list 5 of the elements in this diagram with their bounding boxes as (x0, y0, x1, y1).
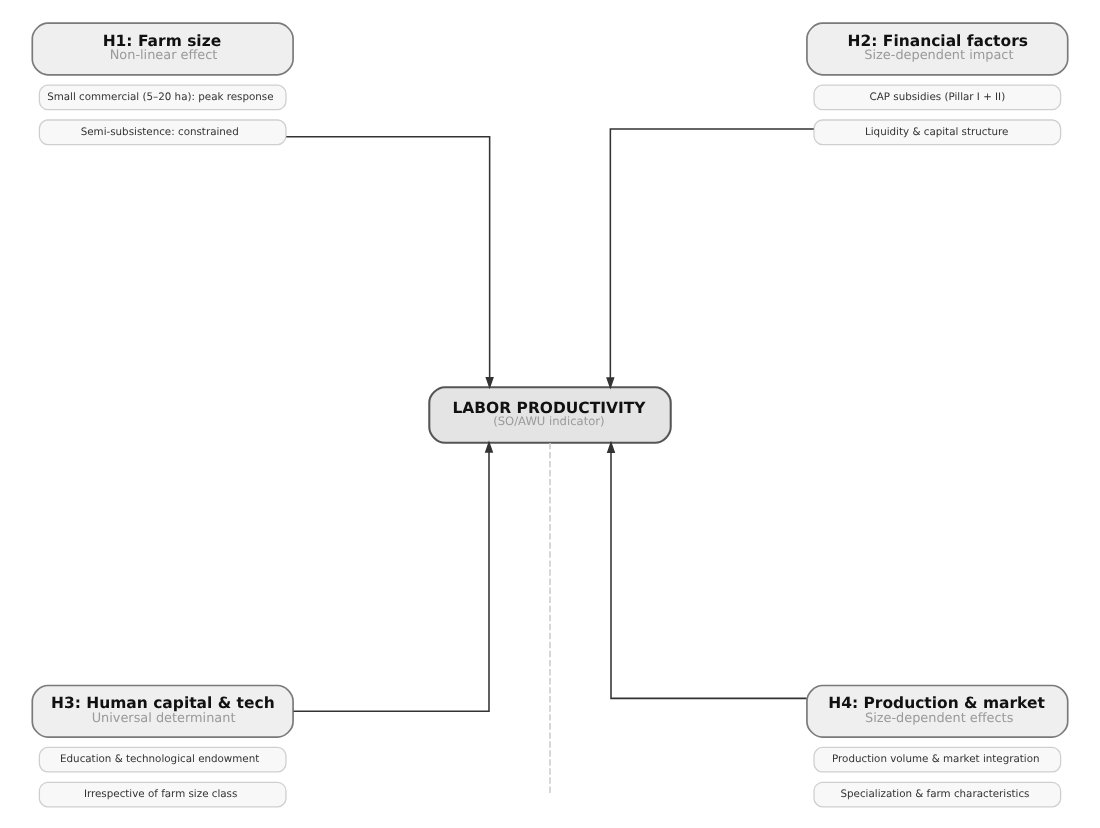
arrow (285, 135, 494, 389)
arrow (606, 439, 808, 699)
arrow (292, 439, 494, 712)
connector (549, 441, 551, 794)
arrow (606, 127, 815, 389)
